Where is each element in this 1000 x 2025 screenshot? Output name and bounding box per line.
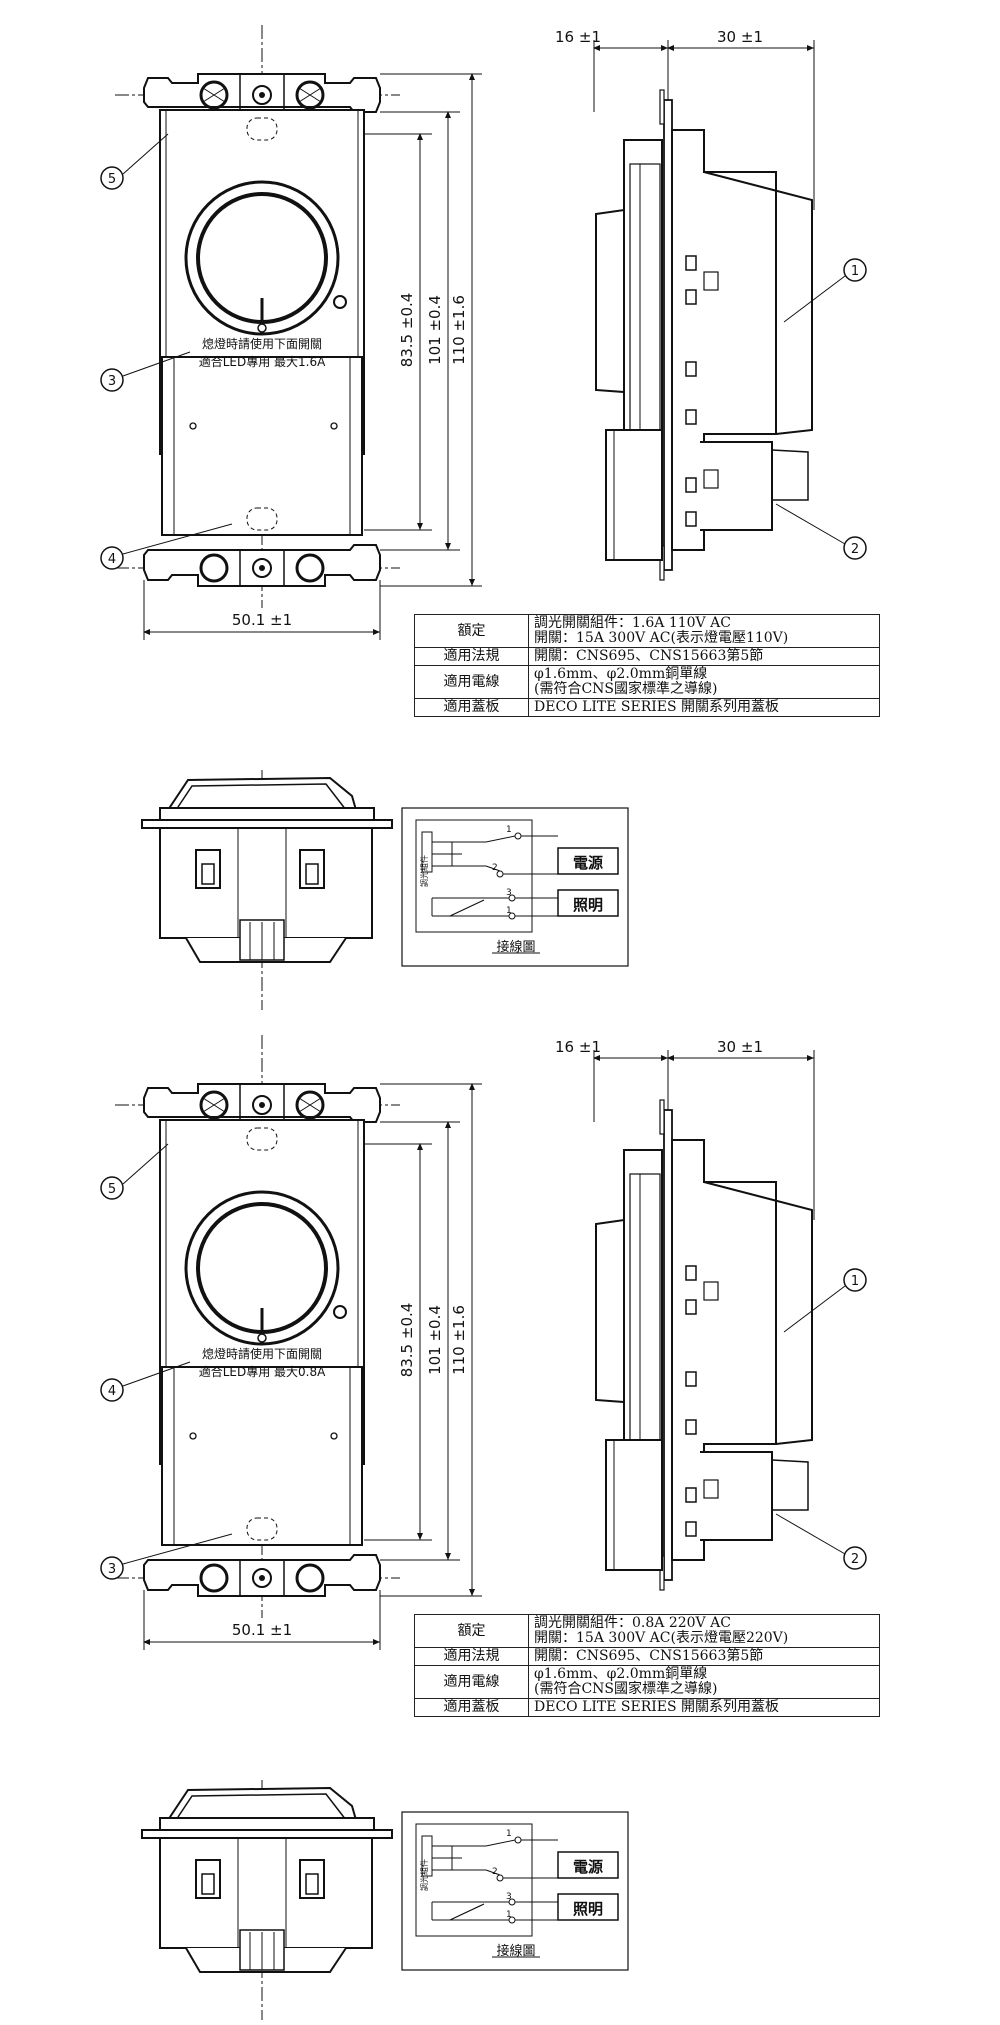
callout-5: 5: [108, 172, 116, 187]
wiring-light-label: 照明: [573, 896, 603, 914]
dim-width: 50.1 ±1: [232, 1621, 292, 1639]
spec-key: 適用法規: [414, 1647, 529, 1666]
spec-key: 額定: [414, 1614, 529, 1648]
dim-width: 50.1 ±1: [232, 611, 292, 629]
callout-4: 4: [108, 552, 116, 567]
side-view-1: [594, 40, 866, 580]
dim-depth-back: 30 ±1: [717, 1038, 763, 1056]
spec-row-regulation: 適用法規 開關：CNS695、CNS15663第5節: [414, 647, 880, 666]
callout-1: 1: [851, 264, 859, 279]
wiring-unit-label: 調光組件: [419, 855, 429, 887]
wiring-power-label: 電源: [573, 1858, 603, 1876]
spec-key: 適用蓋板: [414, 1698, 529, 1717]
spec-key: 適用電線: [414, 665, 529, 699]
dial-label-line-2: 適合LED專用 最大1.6A: [199, 354, 326, 369]
callout-4: 4: [108, 1384, 116, 1399]
spec-row-wire: 適用電線 φ1.6mm、φ2.0mm銅單線(需符合CNS國家標準之導線): [414, 1665, 880, 1699]
wiring-terminal-3: 3: [506, 1892, 512, 1902]
spec-key: 額定: [414, 614, 529, 648]
wiring-terminal-4: 1: [506, 1910, 512, 1920]
dim-height-110: 110 ±1.6: [450, 295, 468, 365]
front-view-2: [101, 1035, 482, 1650]
spec-key: 適用蓋板: [414, 698, 529, 717]
wiring-terminal-2: 2: [492, 863, 498, 873]
spec-row-regulation: 適用法規 開關：CNS695、CNS15663第5節: [414, 1647, 880, 1666]
dim-height-110: 110 ±1.6: [450, 1305, 468, 1375]
spec-value: DECO LITE SERIES 開關系列用蓋板: [528, 698, 880, 717]
dim-height-83: 83.5 ±0.4: [398, 1303, 416, 1378]
wiring-unit-label: 調光組件: [419, 1859, 429, 1891]
dial-label-line-1: 熄燈時請使用下面開關: [202, 1346, 322, 1361]
bottom-view-1: [141, 769, 393, 1011]
spec-value: 開關：CNS695、CNS15663第5節: [528, 1647, 880, 1666]
callout-2: 2: [851, 542, 859, 557]
spec-row-cover: 適用蓋板 DECO LITE SERIES 開關系列用蓋板: [414, 1698, 880, 1717]
wiring-terminal-3: 3: [506, 888, 512, 898]
spec-value: DECO LITE SERIES 開關系列用蓋板: [528, 1698, 880, 1717]
spec-row-wire: 適用電線 φ1.6mm、φ2.0mm銅單線(需符合CNS國家標準之導線): [414, 665, 880, 699]
wiring-title: 接線圖: [496, 1943, 535, 1959]
callout-5: 5: [108, 1182, 116, 1197]
bottom-view-2: [141, 1779, 393, 2021]
spec-value: φ1.6mm、φ2.0mm銅單線(需符合CNS國家標準之導線): [528, 665, 880, 699]
side-view-2: [594, 1050, 866, 1590]
spec-key: 適用法規: [414, 647, 529, 666]
dim-height-101: 101 ±0.4: [426, 295, 444, 365]
callout-3: 3: [108, 1562, 116, 1577]
wiring-terminal-2: 2: [492, 1867, 498, 1877]
dial-label-line-2: 適合LED專用 最大0.8A: [199, 1364, 326, 1379]
dim-depth-front: 16 ±1: [555, 28, 601, 46]
callout-3: 3: [108, 374, 116, 389]
dim-height-83: 83.5 ±0.4: [398, 293, 416, 368]
callout-1: 1: [851, 1274, 859, 1289]
spec-value: 開關：CNS695、CNS15663第5節: [528, 647, 880, 666]
callout-2: 2: [851, 1552, 859, 1567]
wiring-power-label: 電源: [573, 854, 603, 872]
wiring-title: 接線圖: [496, 939, 535, 955]
wiring-terminal-1: 1: [506, 825, 512, 835]
spec-value: φ1.6mm、φ2.0mm銅單線(需符合CNS國家標準之導線): [528, 1665, 880, 1699]
dim-depth-back: 30 ±1: [717, 28, 763, 46]
spec-key: 適用電線: [414, 1665, 529, 1699]
wiring-terminal-4: 1: [506, 906, 512, 916]
dim-depth-front: 16 ±1: [555, 1038, 601, 1056]
dial-label-line-1: 熄燈時請使用下面開關: [202, 336, 322, 351]
spec-row-cover: 適用蓋板 DECO LITE SERIES 開關系列用蓋板: [414, 698, 880, 717]
wiring-light-label: 照明: [573, 1900, 603, 1918]
front-view-1: [101, 25, 482, 640]
dim-height-101: 101 ±0.4: [426, 1305, 444, 1375]
wiring-terminal-1: 1: [506, 1829, 512, 1839]
